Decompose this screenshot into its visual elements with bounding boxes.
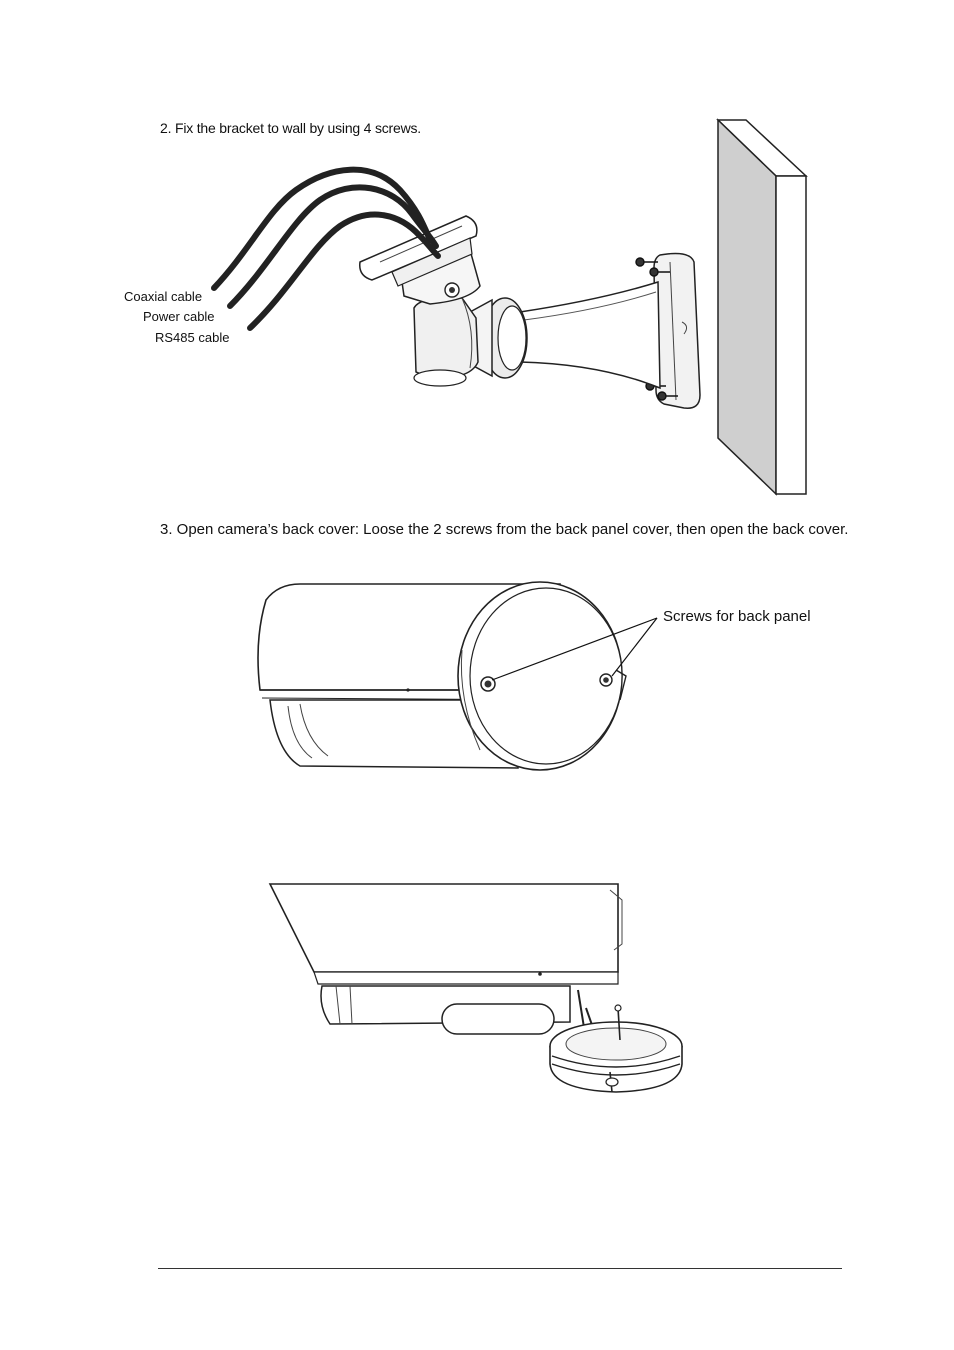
power-cable-label: Power cable: [143, 309, 215, 324]
coaxial-cable-label: Coaxial cable: [124, 289, 203, 304]
step-2-instruction: 2. Fix the bracket to wall by using 4 sc…: [160, 120, 421, 136]
bracket-wall-illustration: [211, 118, 808, 496]
screws-callout-label: Screws for back panel: [663, 608, 811, 625]
rs485-cable-label: RS485 cable: [155, 330, 230, 345]
camera-back-cover-illustration: [257, 581, 658, 771]
footer-divider: [158, 1268, 842, 1269]
camera-open-cover-illustration: [268, 883, 683, 1093]
step-3-instruction: 3. Open camera’s back cover: Loose the 2…: [160, 521, 849, 538]
